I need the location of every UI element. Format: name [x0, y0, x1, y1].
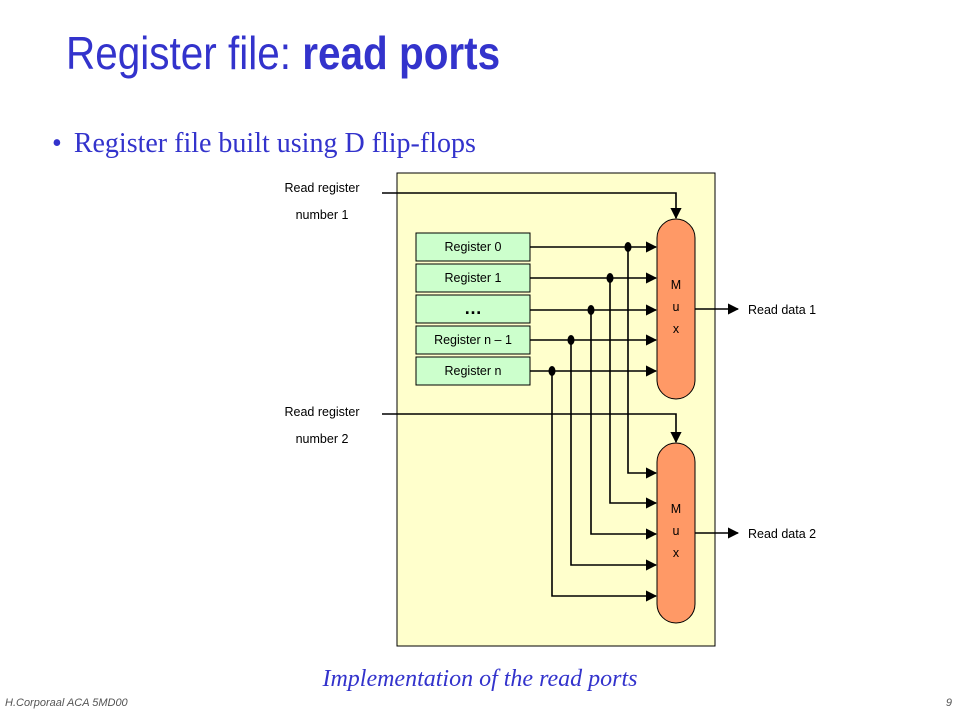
junction-dot	[548, 366, 556, 376]
bullet-text: Register file built using D flip-flops	[73, 128, 476, 159]
slide-title: Register file: read ports	[66, 26, 500, 80]
read-data-1-label: Read data 1	[748, 303, 816, 317]
register-stack: Register 0 Register 1 … Register n – 1 R…	[415, 232, 531, 386]
junction-dots	[548, 242, 632, 376]
bullet-marker: •	[52, 128, 62, 159]
junction-dot	[567, 335, 575, 345]
bullet-point: • Register file built using D flip-flops	[52, 128, 476, 160]
read-register-1-label-line1: Read register	[284, 181, 359, 195]
figure-caption: Implementation of the read ports	[322, 666, 638, 692]
register-n-box	[415, 356, 531, 386]
title-bold: read ports	[302, 27, 501, 79]
register-n-label: Register n	[445, 364, 502, 378]
footer-author-course: H.Corporaal ACA 5MD00	[5, 697, 128, 709]
mux-2-letter-x: x	[673, 546, 680, 560]
junction-dot	[587, 305, 595, 315]
mux-2-letter-u: u	[673, 524, 680, 538]
mux-1-letter-u: u	[673, 300, 680, 314]
read-data-2-label: Read data 2	[748, 527, 816, 541]
mux-1-letter-x: x	[673, 322, 680, 336]
page-number: 9	[945, 697, 952, 709]
register-0-label: Register 0	[445, 240, 502, 254]
read-register-1-label-line2: number 1	[296, 208, 349, 222]
junction-dot	[624, 242, 632, 252]
mux-2-letter-m: M	[671, 502, 681, 516]
register-ellipsis-label: …	[464, 298, 482, 318]
title-prefix: Register file:	[66, 27, 303, 79]
read-register-2-label-line2: number 2	[296, 432, 349, 446]
mux-1-letter-m: M	[671, 278, 681, 292]
wires	[382, 192, 740, 602]
register-ellipsis-box	[415, 294, 531, 324]
register-1-label: Register 1	[445, 271, 502, 285]
register-0-box	[415, 232, 531, 262]
junction-dot	[606, 273, 614, 283]
register-n-minus-1-label: Register n – 1	[434, 333, 512, 347]
read-register-2-label-line1: Read register	[284, 405, 359, 419]
